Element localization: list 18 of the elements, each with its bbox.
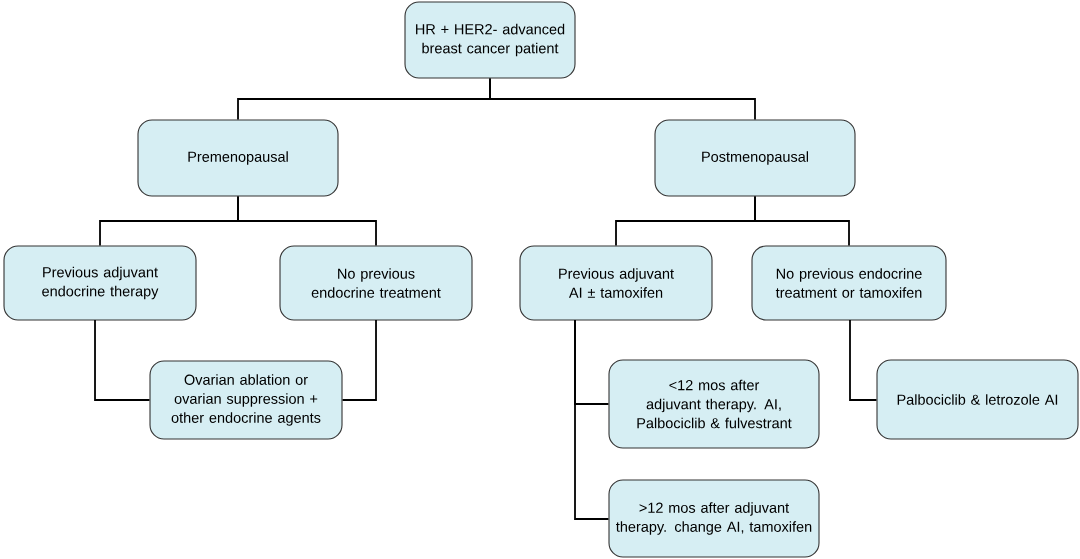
flow-box: Postmenopausal	[654, 119, 856, 197]
flow-box: Palbociclib & letrozole AI	[876, 359, 1079, 440]
flow-box: HR + HER2- advanced breast cancer patient	[404, 1, 576, 79]
connector-line	[574, 319, 610, 520]
flow-box: <12 mos after adjuvant therapy. AI, Palbociclib & fulvestrant	[608, 359, 820, 449]
connector-line	[237, 195, 377, 247]
flow-box: Ovarian ablation or ovarian suppression + other endocrine agents	[149, 360, 343, 440]
flow-box: Premenopausal	[137, 119, 339, 197]
flow-box: No previous endocrine treatment	[279, 245, 473, 321]
connector-line	[341, 319, 377, 401]
flow-box: >12 mos after adjuvant therapy. change AI, tamoxifen	[608, 479, 820, 558]
connector-line	[489, 77, 756, 121]
connector-line	[94, 319, 151, 401]
connector-line	[849, 319, 878, 401]
flow-box: Previous adjuvant endocrine therapy	[3, 245, 197, 321]
flow-box: Previous adjuvant AI ± tamoxifen	[519, 245, 713, 321]
flow-box: No previous endocrine treatment or tamoxifen	[751, 245, 947, 321]
connector-line	[754, 195, 850, 247]
